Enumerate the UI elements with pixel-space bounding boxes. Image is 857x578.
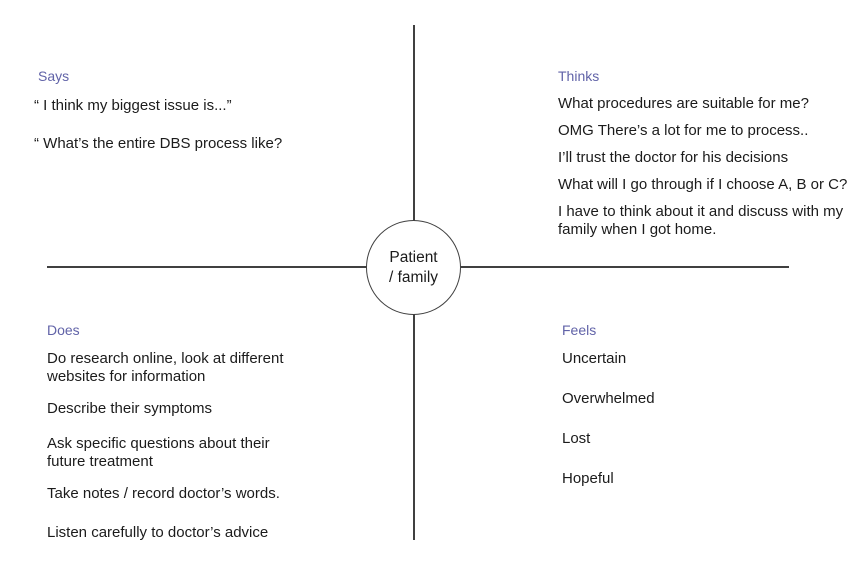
quadrant-says-label: Says	[38, 68, 70, 84]
thinks-item: I have to think about it and discuss wit…	[558, 203, 844, 238]
does-item: Listen carefully to doctor’s advice	[47, 524, 269, 541]
center-label-line2: / family	[388, 268, 439, 286]
quadrant-feels-label: Feels	[562, 322, 597, 338]
quadrant-does: Does Do research online, look at differe…	[47, 322, 367, 542]
feels-item: Lost	[562, 430, 591, 447]
quadrant-thinks-label: Thinks	[558, 68, 600, 84]
feels-item: Hopeful	[562, 470, 614, 487]
does-item: Do research online, look at different we…	[47, 350, 284, 385]
quadrant-feels: Feels Uncertain Overwhelmed Lost Hopeful	[562, 322, 812, 510]
center-label-line1: Patient	[389, 248, 438, 266]
center-circle: Patient / family	[366, 220, 461, 315]
says-item: “ I think my biggest issue is...”	[34, 97, 232, 114]
does-item: Ask specific questions about their futur…	[47, 435, 270, 470]
does-item: Take notes / record doctor’s words.	[47, 485, 280, 502]
thinks-item: OMG There’s a lot for me to process..	[558, 122, 809, 139]
thinks-item: What procedures are suitable for me?	[558, 95, 809, 112]
does-item: Describe their symptoms	[47, 400, 213, 417]
quadrant-thinks: Thinks What procedures are suitable for …	[558, 68, 857, 248]
feels-item: Overwhelmed	[562, 390, 655, 407]
says-item: “ What’s the entire DBS process like?	[34, 135, 283, 152]
quadrant-does-label: Does	[47, 322, 80, 338]
feels-item: Uncertain	[562, 350, 627, 367]
thinks-item: I’ll trust the doctor for his decisions	[558, 149, 789, 166]
thinks-item: What will I go through if I choose A, B …	[558, 176, 848, 193]
quadrant-says: Says “ I think my biggest issue is...” “…	[34, 68, 344, 173]
